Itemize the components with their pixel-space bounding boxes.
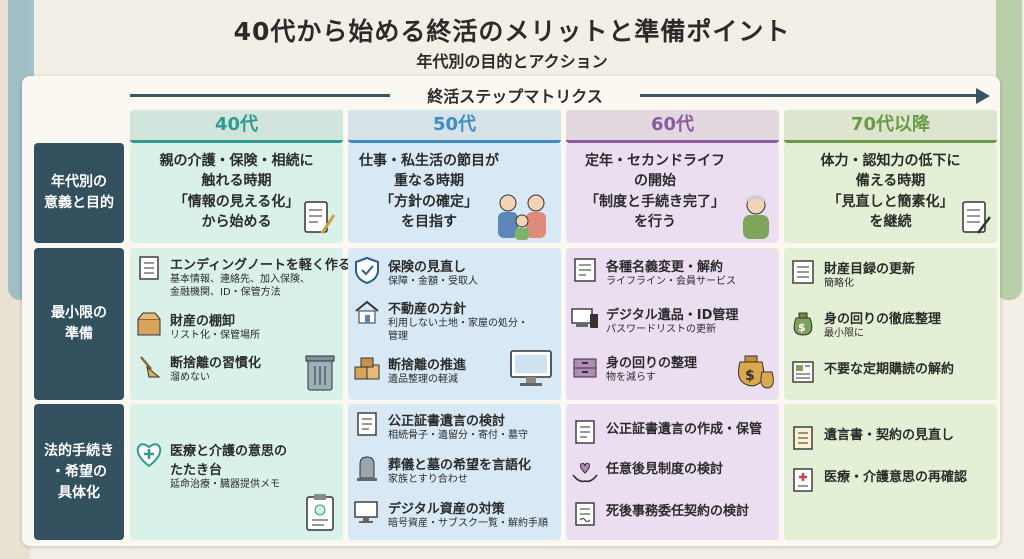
senior-thumbs-up-icon [743,195,769,239]
drawer-icon [573,358,597,378]
care-hands-icon [572,462,598,483]
form-icon [574,258,596,282]
svg-text:$: $ [745,368,755,384]
column-header-70s: 70代以降 [784,110,997,143]
page-subtitle: 年代別の目的とアクション [416,52,608,71]
svg-text:$: $ [798,321,806,334]
broom-icon [140,356,161,378]
list-item: 財産目録の更新簡略化 [788,258,915,290]
page-title: 40代から始める終活のメリットと準備ポイント [233,17,791,46]
list-item: 医療・介護意思の再確認 [788,466,967,494]
list-icon [792,260,814,284]
list-item: 身の回りの整理物を減らす [570,352,697,384]
arrow-head-icon [976,88,990,104]
devices-icon [571,308,598,328]
money-bags-icon: $ [738,355,774,389]
scroll-icon [575,420,595,444]
purpose-cell-70s: 体力・認知力の低下に備える時期 「見直しと簡素化」を継続 [784,143,997,243]
list-item: デジタル資産の対策暗号資産・サブスク一覧・解約手順 [352,498,548,530]
list-item: 断捨離の推進遺品整理の軽減 [352,354,466,386]
legal-cell-60s: 公正証書遺言の作成・保管 任意後見制度の検討 死後事務委任契約の検討 [566,404,779,540]
list-item: 公正証書遺言の検討相続骨子・遺留分・寄付・墓守 [352,410,528,442]
computer-icon [354,501,378,523]
prep-cell-60s: 各種名義変更・解約ライフライン・会員サービス デジタル遺品・ID管理パスワードリ… [566,248,779,400]
column-header-40s: 40代 [130,110,343,143]
row-header-preparation: 最小限の準備 [34,248,124,400]
heart-plus-icon [136,443,162,468]
list-item: 財産の棚卸リスト化・保管場所 [134,310,260,342]
document-icon [793,426,813,450]
row-header-purpose: 年代別の意義と目的 [34,143,124,243]
contract-icon [575,502,595,526]
purpose-cell-50s: 仕事・私生活の節目が重なる時期 「方針の確定」を目指す [348,143,561,243]
boxes-icon [354,357,380,380]
curtain-right [996,0,1022,300]
checklist-pen-icon [304,201,336,234]
list-item: 遺言書・契約の見直し [788,424,954,452]
list-item: 死後事務委任契約の検討 [570,500,749,528]
list-item: 断捨離の習慣化溜めない [134,352,261,384]
purpose-cell-40s: 親の介護・保険・相続に触れる時期 「情報の見える化」から始める [130,143,343,243]
list-item: 医療と介護の意思のたたき台延命治療・臓器提供メモ [134,440,287,491]
list-item: エンディングノートを軽く作る基本情報、連絡先、加入保険、金融機関、ID・保管方法 [134,254,351,299]
monitor-icon [510,350,552,386]
column-header-60s: 60代 [566,110,779,143]
shield-icon [355,256,379,284]
clipboard-icon [306,494,334,531]
prep-cell-40s: エンディングノートを軽く作る基本情報、連絡先、加入保険、金融機関、ID・保管方法… [130,248,351,400]
prep-cell-70s: 財産目録の更新簡略化 $ 身の回りの徹底整理最小限に 不要な定期購読の解約 [784,248,997,400]
legal-cell-70s: 遺言書・契約の見直し 医療・介護意思の再確認 [784,404,997,540]
row-header-legal: 法的手続き・希望の具体化 [34,404,124,540]
list-item: 公正証書遺言の作成・保管 [570,418,762,446]
list-item: 各種名義変更・解約ライフライン・会員サービス [570,256,736,288]
gravestone-icon [357,456,377,481]
money-bag-icon: $ [793,312,813,336]
legal-cell-50s: 公正証書遺言の検討相続骨子・遺留分・寄付・墓守 葬儀と墓の希望を言語化家族とすり… [348,404,561,540]
document-pen-icon [962,201,991,234]
list-item: 不動産の方針利用しない土地・家屋の処分・管理 [352,298,528,343]
family-icon [498,194,546,240]
trash-can-icon [305,355,335,391]
matrix-label: 終活ステップマトリクス [390,83,640,107]
notebook-icon [139,256,159,280]
column-header-50s: 50代 [348,110,561,143]
list-item: 不要な定期購読の解約 [788,358,954,386]
scroll-icon [357,412,377,436]
prep-cell-50s: 保険の見直し保障・金額・受取人 不動産の方針利用しない土地・家屋の処分・管理 断… [348,248,561,400]
purpose-cell-60s: 定年・セカンドライフの開始 「制度と手続き完了」を行う [566,143,779,243]
list-item: 任意後見制度の検討 [570,458,723,486]
list-item: 葬儀と墓の希望を言語化家族とすり合わせ [352,454,531,486]
house-icon [355,300,379,324]
list-item: 保険の見直し保障・金額・受取人 [352,256,478,288]
box-icon [137,312,161,336]
medical-doc-icon [793,468,813,492]
legal-cell-40s: 医療と介護の意思のたたき台延命治療・臓器提供メモ [130,404,343,540]
newspaper-icon [792,361,814,383]
list-item: $ 身の回りの徹底整理最小限に [788,308,941,340]
list-item: デジタル遺品・ID管理パスワードリストの更新 [570,304,738,336]
